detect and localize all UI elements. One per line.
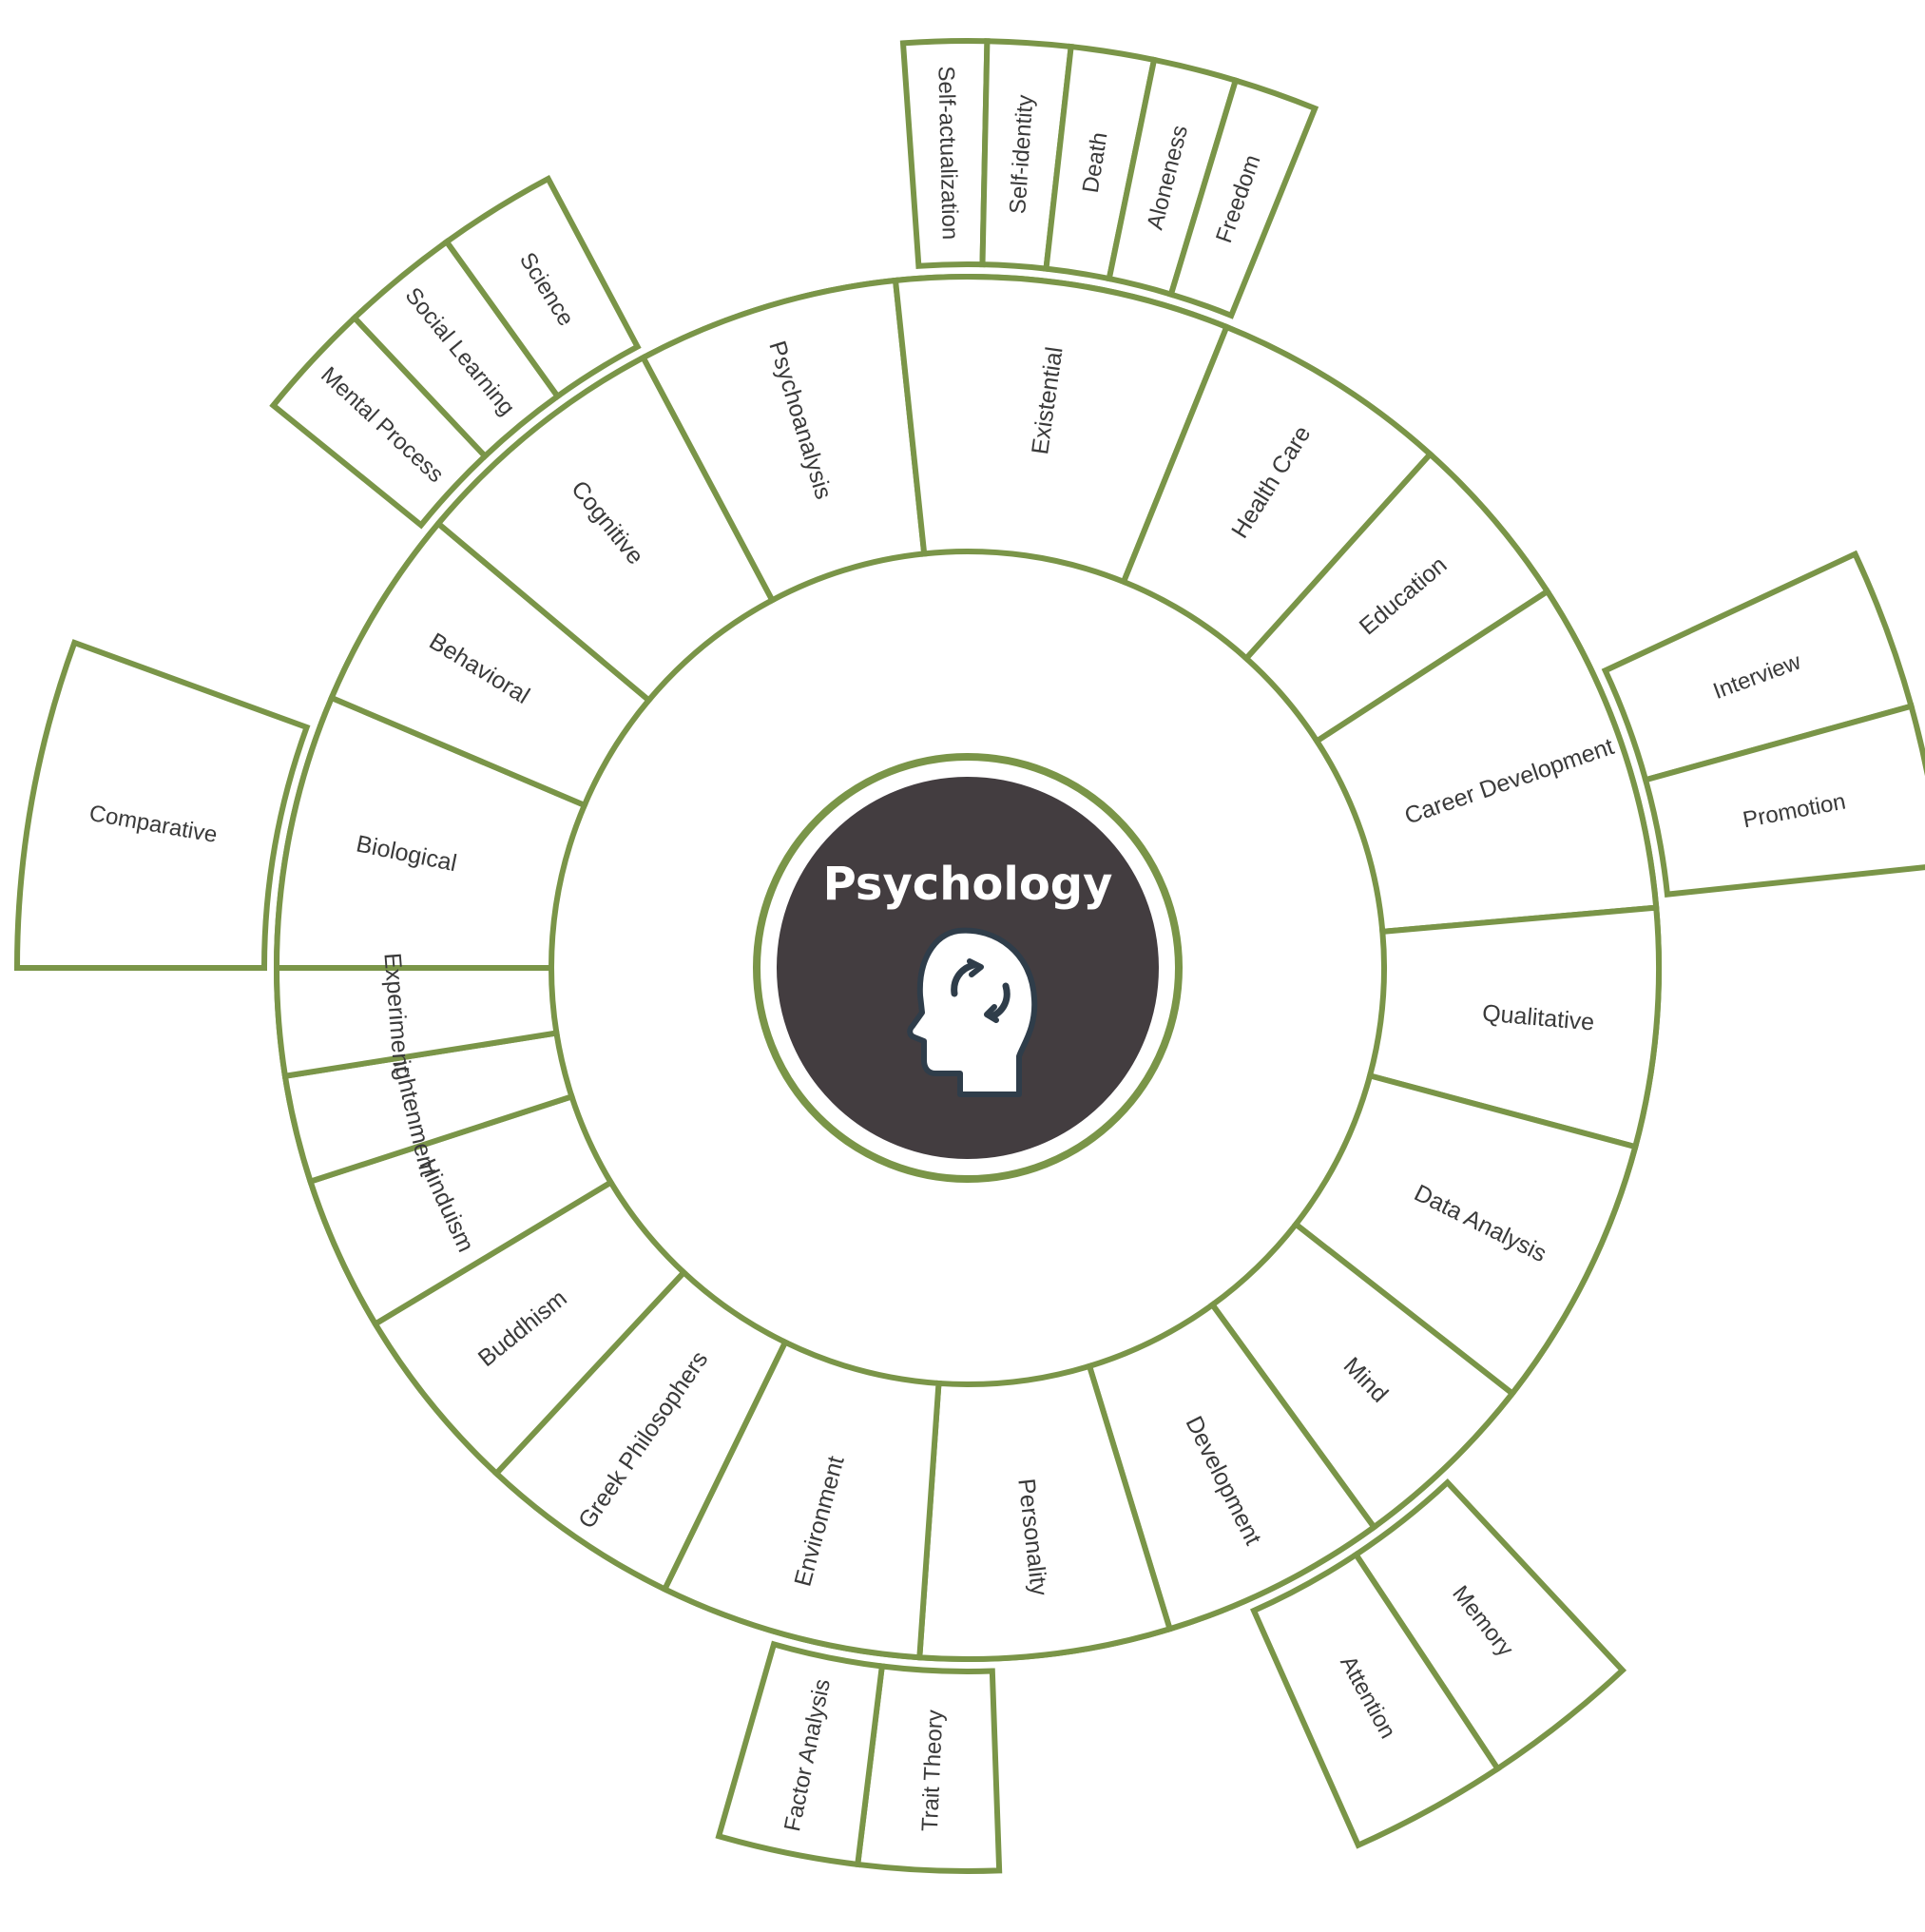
subtopic-segment-factor-analysis[interactable] bbox=[715, 1640, 886, 1868]
center-hub: Psychology bbox=[753, 753, 1183, 1183]
center-title: Psychology bbox=[823, 858, 1113, 911]
subtopic-segment-comparative[interactable] bbox=[13, 639, 311, 971]
subtopic-segment-freedom[interactable] bbox=[1167, 76, 1319, 319]
topic-segment-experiment[interactable] bbox=[273, 965, 560, 1080]
subtopic-label-trait-theory: Trait Theory bbox=[917, 1710, 949, 1832]
subtopic-label-self-actualization: Self-actualization bbox=[933, 66, 962, 240]
cycle-arrows bbox=[951, 961, 1011, 1020]
head-profile-icon bbox=[907, 927, 1038, 1097]
subtopic-segment-attention[interactable] bbox=[1250, 1550, 1502, 1849]
subtopic-segment-science[interactable] bbox=[442, 174, 642, 400]
subtopic-segment-promotion[interactable] bbox=[1642, 703, 1925, 898]
hub-ring bbox=[753, 753, 1183, 1183]
arrow-heads bbox=[967, 958, 999, 1023]
head-silhouette bbox=[907, 927, 1038, 1097]
